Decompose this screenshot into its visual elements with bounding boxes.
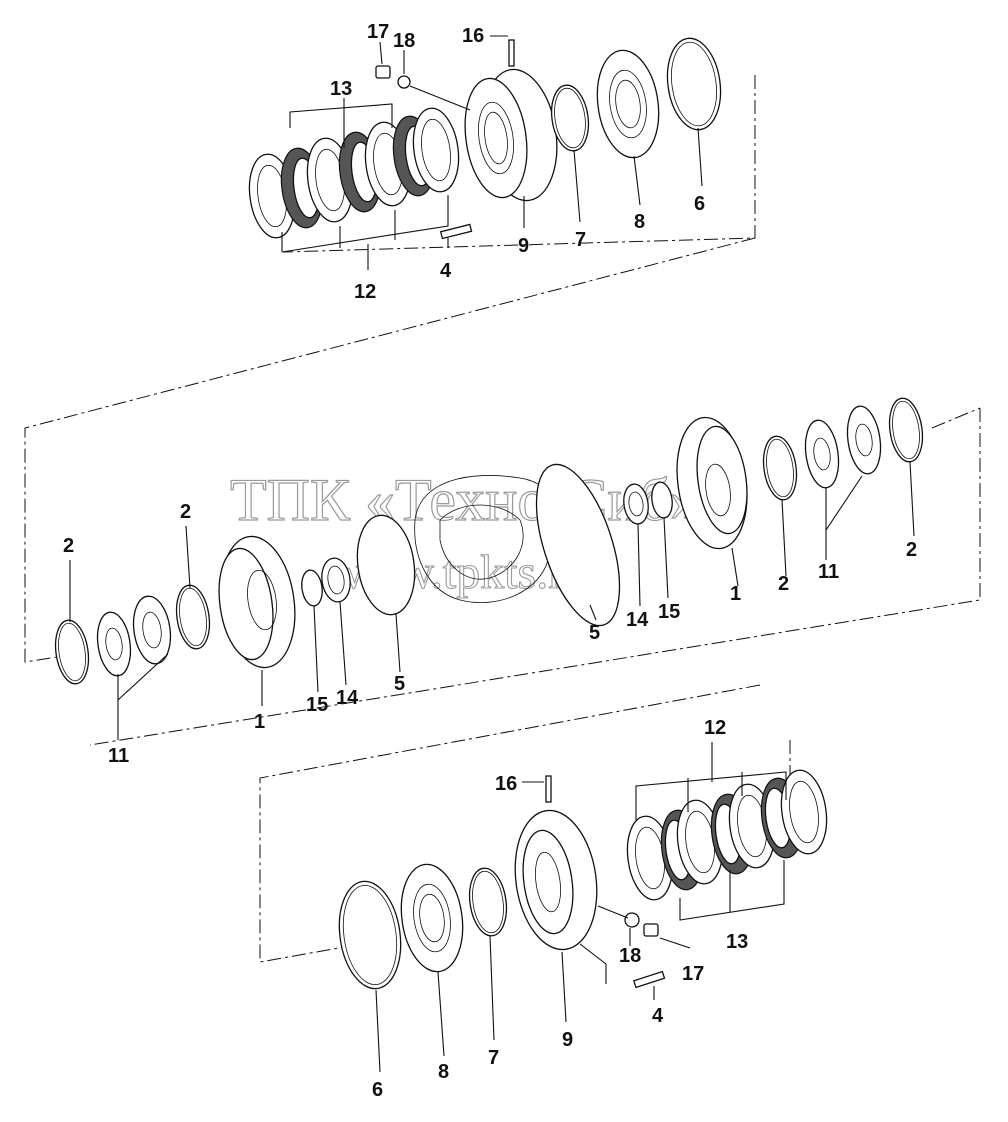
callout-7-bottom: 7: [488, 1047, 499, 1069]
stud-top: [508, 39, 515, 67]
callout-5-left: 5: [394, 673, 405, 695]
callout-2-right-inner: 2: [778, 573, 789, 595]
callout-16-bottom: 16: [495, 773, 517, 795]
bearing-14-right: [623, 483, 649, 525]
callout-14-left: 14: [336, 687, 359, 709]
leader-lines-top: [281, 35, 703, 270]
clutch-disc-pack-bottom: [626, 769, 828, 901]
washer-2-left-outer: [54, 619, 90, 685]
callout-2-left-outer: 2: [63, 535, 74, 557]
nut-bottom: [643, 923, 659, 937]
seal-ring-top: [666, 37, 722, 131]
callout-15-right: 15: [658, 601, 680, 623]
callout-1-left: 1: [254, 711, 265, 733]
thrust-bearing-11-right-a: [804, 419, 840, 489]
clutch-disc-pack-top: [248, 107, 460, 239]
ring-15-left: [301, 569, 323, 607]
callout-13-top: 13: [330, 78, 352, 100]
callout-9-bottom: 9: [562, 1029, 573, 1051]
o-ring-5-right: [535, 463, 621, 627]
callout-9-top: 9: [518, 235, 529, 257]
middle-assembly: 2 2 11 1 15 14 5 5 14 15 1 2 11 2: [54, 397, 924, 767]
leader-lines-middle: [69, 461, 915, 740]
callout-5-right: 5: [589, 622, 600, 644]
carrier-1-left: [218, 535, 296, 669]
washer-2-right-outer: [888, 397, 924, 463]
leader-lines-bottom: [375, 742, 787, 1073]
o-ring-5-left: [356, 514, 416, 616]
housing-top: [464, 68, 558, 202]
bolt-bottom: [632, 970, 666, 989]
callout-17-top: 17: [367, 21, 389, 43]
callout-18-top: 18: [393, 30, 415, 52]
callout-4-bottom: 4: [652, 1005, 664, 1027]
washer-bottom: [624, 912, 640, 928]
callout-11-right: 11: [818, 561, 839, 583]
ring-15-right: [651, 481, 673, 519]
callout-12-top: 12: [354, 281, 376, 303]
washer-2-left-inner: [175, 584, 211, 650]
callout-17-bottom: 17: [682, 963, 704, 985]
thrust-bearing-11-left-a: [96, 611, 132, 677]
piston-bottom: [400, 863, 464, 973]
callout-8-bottom: 8: [438, 1061, 449, 1083]
bearing-14-left: [321, 557, 351, 603]
piston-top: [596, 49, 660, 159]
callout-14-right: 14: [626, 609, 649, 631]
snap-ring-bottom: [468, 867, 508, 937]
callout-13-bottom: 13: [726, 931, 748, 953]
callout-16-top: 16: [462, 25, 484, 47]
callout-18-bottom: 18: [619, 945, 641, 967]
callout-2-right-outer: 2: [906, 539, 917, 561]
callout-7-top: 7: [575, 229, 586, 251]
callout-6-top: 6: [694, 193, 705, 215]
thrust-bearing-11-left-b: [132, 595, 172, 665]
callout-11-left: 11: [108, 745, 129, 767]
bottom-assembly: 12 16 13 18 17 4 9 7 8 6: [338, 717, 828, 1101]
callout-6-bottom: 6: [372, 1079, 383, 1101]
seal-ring-bottom: [338, 880, 402, 990]
stud-bottom: [545, 775, 552, 803]
callout-12-bottom: 12: [704, 717, 726, 739]
housing-bottom: [514, 809, 598, 951]
callout-8-top: 8: [634, 211, 645, 233]
callout-1-right: 1: [730, 583, 741, 605]
thrust-bearing-11-right-b: [846, 405, 882, 475]
bolt-top: [439, 223, 473, 240]
callout-15-left: 15: [306, 694, 328, 716]
top-assembly: 17 18 16 13 12 4 9 7 8 6: [248, 21, 722, 303]
washer-top: [397, 75, 411, 89]
washer-2-right-inner: [762, 435, 798, 501]
nut-top: [375, 65, 391, 79]
callout-4-top: 4: [440, 260, 452, 282]
carrier-1-right: [676, 416, 748, 550]
callout-2-left-inner: 2: [180, 501, 191, 523]
